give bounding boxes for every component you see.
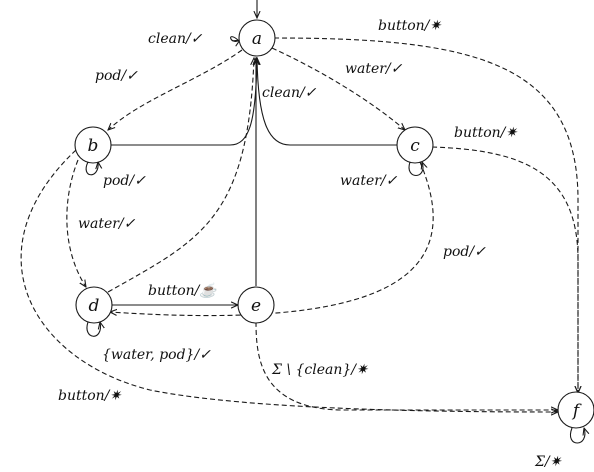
edge-c-to-f xyxy=(431,146,578,393)
edge-e-to-f xyxy=(255,321,558,410)
edge-f-self xyxy=(569,428,584,444)
label-a-to-f: button/✷ xyxy=(378,18,442,34)
edge-a-to-c xyxy=(271,47,405,130)
label-a-self: clean/✓ xyxy=(148,31,203,47)
label-b-to-d: water/✓ xyxy=(78,216,136,232)
state-f-label: f xyxy=(571,401,582,421)
edge-a-to-b xyxy=(108,49,243,130)
edge-c-to-d xyxy=(110,161,434,317)
state-e: e xyxy=(237,286,275,324)
state-b-label: b xyxy=(88,136,99,156)
edge-a-self xyxy=(230,36,240,42)
edge-b-to-d xyxy=(66,159,86,287)
label-f-self: Σ/✷ xyxy=(534,454,563,470)
state-c-label: c xyxy=(410,136,420,156)
state-d-label: d xyxy=(89,296,100,316)
label-b-self: pod/✓ xyxy=(103,173,146,189)
label-a-to-b: pod/✓ xyxy=(95,68,138,84)
edge-d-self xyxy=(86,322,101,337)
edge-b-to-f xyxy=(20,149,558,412)
state-e-label: e xyxy=(251,296,261,316)
state-f: f xyxy=(557,391,594,429)
state-a: a xyxy=(238,19,276,57)
state-b: b xyxy=(74,126,112,164)
state-a-label: a xyxy=(252,29,262,49)
label-a-to-c: water/✓ xyxy=(345,61,403,77)
label-c-to-a: clean/✓ xyxy=(262,85,317,101)
label-c-self: water/✓ xyxy=(340,173,398,189)
state-c: c xyxy=(396,126,434,164)
edge-b-self xyxy=(85,162,98,176)
label-d-self: {water, pod}/✓ xyxy=(102,347,211,363)
label-d-to-e: button/☕ xyxy=(148,281,219,299)
label-e-to-f: Σ \ {clean}/✷ xyxy=(271,362,369,378)
label-c-to-d: pod/✓ xyxy=(443,244,486,260)
label-b-to-f: button/✷ xyxy=(58,388,122,404)
edge-c-self xyxy=(408,162,423,177)
edge-d-to-a xyxy=(107,58,254,293)
state-d: d xyxy=(75,286,113,324)
edge-a-to-f xyxy=(273,37,578,393)
label-c-to-f: button/✷ xyxy=(454,125,518,141)
edge-c-to-a xyxy=(257,58,398,146)
